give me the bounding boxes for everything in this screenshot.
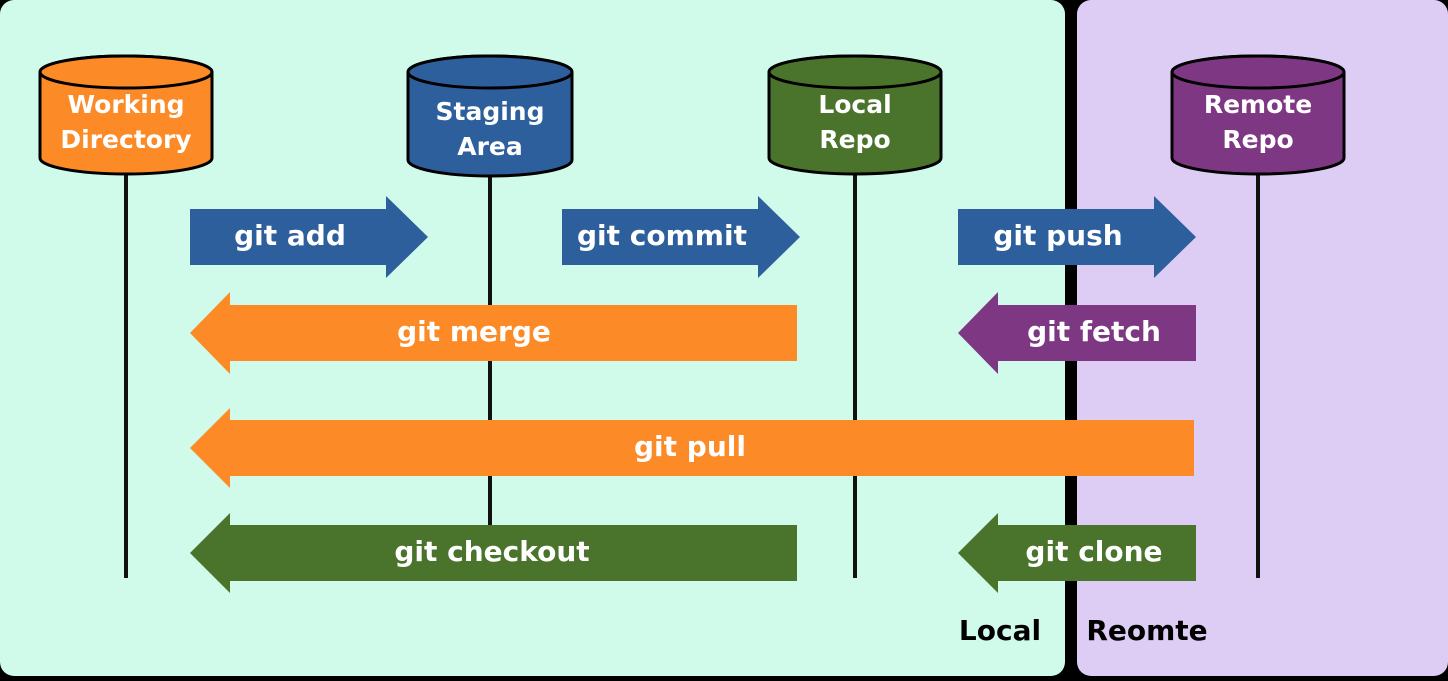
git-fetch-label: git fetch (1027, 315, 1161, 348)
staging-area-label-line-1: Staging (436, 97, 545, 126)
git-commit-arrow-shape (562, 196, 800, 278)
git-merge-label: git merge (397, 315, 551, 348)
command-arrows: git add git commit git push git merge git fe… (190, 196, 1196, 593)
local-repo-label-line-1: Local (818, 90, 891, 119)
git-merge-arrow-shape (190, 292, 797, 374)
git-pull-arrow-shape (190, 408, 1194, 488)
repositories: WorkingDirectoryStagingAreaLocalRepoRemo… (38, 54, 1346, 178)
git-clone-label: git clone (1025, 535, 1162, 568)
git-fetch-arrow: git fetch (958, 292, 1196, 374)
git-pull-arrow: git pull (190, 408, 1194, 488)
staging-area-top (406, 54, 574, 90)
git-add-arrow: git add (190, 196, 428, 278)
working-directory-label-line-2: Directory (60, 125, 191, 154)
git-pull-label: git pull (634, 430, 746, 463)
git-fetch-arrow-shape (958, 292, 1196, 374)
git-checkout-arrow: git checkout (190, 513, 797, 593)
git-clone-arrow-shape (958, 513, 1196, 593)
remote-zone-label: Reomte (1086, 614, 1207, 647)
working-directory-top (38, 54, 214, 90)
git-clone-arrow: git clone (958, 513, 1196, 593)
remote-zone (1077, 0, 1448, 676)
remote-repo-label-line-1: Remote (1204, 90, 1312, 119)
working-directory-label-line-1: Working (67, 90, 184, 119)
local-repo-top (767, 54, 943, 90)
git-commit-arrow: git commit (562, 196, 800, 278)
remote-repo-label-line-2: Repo (1222, 125, 1293, 154)
git-checkout-arrow-shape (190, 513, 797, 593)
lifelines (124, 172, 1260, 578)
git-add-label: git add (234, 219, 346, 252)
staging-area-label-line-2: Area (457, 132, 523, 161)
git-push-arrow: git push (958, 196, 1196, 278)
git-add-arrow-shape (190, 196, 428, 278)
remote-repo-top (1170, 54, 1346, 90)
git-checkout-label: git checkout (394, 535, 589, 568)
git-commit-label: git commit (577, 219, 747, 252)
git-push-arrow-shape (958, 196, 1196, 278)
git-merge-arrow: git merge (190, 292, 797, 374)
local-zone-label: Local (959, 614, 1041, 647)
git-push-label: git push (993, 219, 1122, 252)
local-repo-label-line-2: Repo (819, 125, 890, 154)
